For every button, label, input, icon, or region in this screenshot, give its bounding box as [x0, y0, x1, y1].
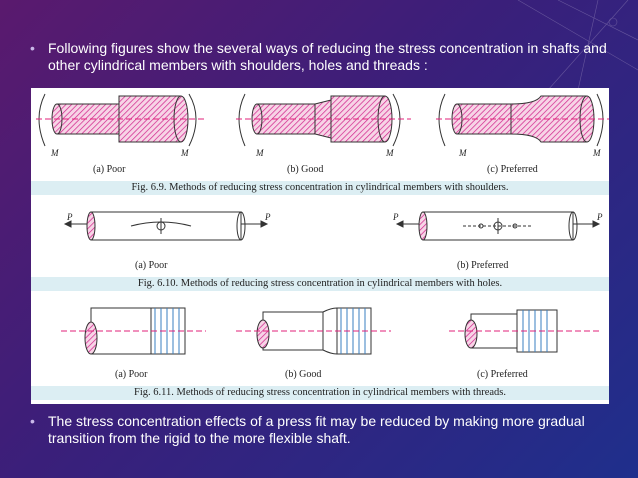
moment-label: M — [459, 148, 467, 158]
bullet-text: Following figures show the several ways … — [48, 40, 607, 73]
force-label: P — [67, 212, 73, 222]
bullet-text: The stress concentration effects of a pr… — [48, 413, 585, 446]
decorative-corner-lines — [517, 0, 638, 90]
shoulder-preferred — [436, 93, 609, 147]
shoulder-poor — [36, 93, 206, 147]
fig-6-9-caption: Fig. 6.9. Methods of reducing stress con… — [31, 181, 609, 195]
fig-6-9-shoulders-drawing — [36, 93, 609, 147]
thread-preferred — [449, 309, 601, 353]
moment-label: M — [256, 148, 264, 158]
thread-good — [236, 307, 391, 355]
shoulder-good — [236, 93, 411, 147]
moment-label: M — [51, 148, 59, 158]
bullet-dot: • — [30, 40, 35, 56]
subfig-label: (c) Preferred — [487, 164, 538, 175]
subfig-label: (a) Poor — [115, 369, 148, 380]
fig-6-11-caption: Fig. 6.11. Methods of reducing stress co… — [31, 386, 609, 400]
moment-label: M — [386, 148, 394, 158]
moment-label: M — [181, 148, 189, 158]
figure-panel: M M M M M M (a) Poor (b) Good (c) Prefer… — [31, 88, 609, 404]
bullet-dot: • — [30, 413, 35, 429]
subfig-label: (b) Preferred — [457, 260, 509, 271]
subfig-label: (a) Poor — [93, 164, 126, 175]
subfig-label: (c) Preferred — [477, 369, 528, 380]
force-label: P — [597, 212, 603, 222]
subfig-label: (b) Good — [285, 369, 322, 380]
moment-label: M — [593, 148, 601, 158]
fig-6-10-holes-drawing — [63, 211, 601, 241]
bullet-item-2: • The stress concentration effects of a … — [30, 413, 620, 447]
bullet-item-1: • Following figures show the several way… — [30, 40, 620, 74]
force-label: P — [265, 212, 271, 222]
fig-6-10-caption: Fig. 6.10. Methods of reducing stress co… — [31, 277, 609, 291]
fig-6-11-threads-drawing — [61, 307, 601, 355]
hole-preferred — [395, 211, 601, 241]
thread-poor — [61, 307, 206, 355]
subfig-label: (a) Poor — [135, 260, 168, 271]
subfig-label: (b) Good — [287, 164, 324, 175]
hole-poor — [63, 211, 269, 241]
force-label: P — [393, 212, 399, 222]
